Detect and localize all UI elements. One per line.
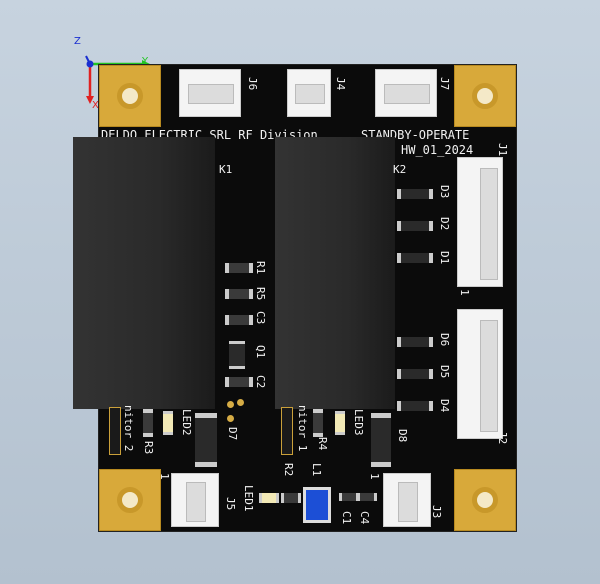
pcb-board: J6 J4 J7 DELDO ELECTRIC SRL RF Division …: [73, 64, 517, 532]
label-r2: R2: [282, 463, 295, 477]
label-k2: K2: [393, 163, 407, 176]
axis-y-label: Y: [142, 56, 149, 67]
label-led2: LED2: [180, 409, 193, 436]
connector-j3[interactable]: [383, 473, 431, 527]
relay-k2: [275, 137, 395, 409]
label-d7: D7: [226, 427, 239, 441]
transistor-q1: [229, 341, 245, 369]
label-j5-pin1: 1: [158, 473, 171, 480]
connector-j4[interactable]: [287, 69, 331, 117]
inductor-l1: [303, 487, 331, 523]
diode-d8: [371, 413, 391, 467]
label-j2: J2: [496, 431, 509, 445]
connector-j1[interactable]: [457, 157, 503, 287]
capacitor-c4: [357, 493, 377, 501]
label-r1: R1: [254, 261, 267, 275]
connector-j6[interactable]: [179, 69, 241, 117]
mounting-pad-bottom-left: [99, 469, 161, 531]
label-j3-pin1: 1: [368, 473, 381, 480]
header-monitor-2[interactable]: [109, 407, 121, 455]
label-j7: J7: [438, 77, 451, 91]
diode-d7: [195, 413, 217, 467]
label-j6: J6: [246, 77, 259, 91]
label-l1: L1: [310, 463, 323, 477]
label-d6: D6: [438, 333, 451, 347]
resistor-r4: [313, 409, 323, 437]
label-d8: D8: [396, 429, 409, 443]
led-led3: [335, 411, 345, 435]
label-d2: D2: [438, 217, 451, 231]
label-led1: LED1: [242, 485, 255, 512]
via: [227, 401, 234, 408]
relay-k1: [73, 137, 215, 409]
silk-revision: HW_01_2024: [401, 143, 474, 157]
capacitor-c1: [339, 493, 359, 501]
label-j5: J5: [224, 497, 237, 511]
label-j4: J4: [334, 77, 347, 91]
diode-d4: [397, 401, 433, 411]
mounting-hole-icon: [472, 83, 498, 109]
capacitor-c2: [225, 377, 253, 387]
label-r5: R5: [254, 287, 267, 301]
via: [237, 399, 244, 406]
connector-j7[interactable]: [375, 69, 437, 117]
label-k1: K1: [219, 163, 233, 176]
resistor-r2: [281, 493, 301, 503]
resistor-r3: [143, 409, 153, 437]
label-r3: R3: [142, 441, 155, 455]
led-led1: [259, 493, 279, 503]
led-led2: [163, 411, 173, 435]
diode-d2: [397, 221, 433, 231]
label-j1-pin1: 1: [458, 289, 471, 296]
label-c2: C2: [254, 375, 267, 389]
label-j3: J3: [430, 505, 443, 519]
label-led3: LED3: [352, 409, 365, 436]
axis-x-label: X: [92, 100, 99, 111]
label-d5: D5: [438, 365, 451, 379]
via: [227, 415, 234, 422]
label-c4: C4: [358, 511, 371, 525]
resistor-r1: [225, 263, 253, 273]
mounting-hole-icon: [472, 487, 498, 513]
label-c1: C1: [340, 511, 353, 525]
diode-d3: [397, 189, 433, 199]
label-r4: R4: [316, 437, 329, 451]
mounting-pad-bottom-right: [454, 469, 516, 531]
label-monitor-1: nitor 1: [296, 405, 309, 452]
label-q1: Q1: [254, 345, 267, 359]
mounting-hole-icon: [117, 83, 143, 109]
label-d4: D4: [438, 399, 451, 413]
connector-j2[interactable]: [457, 309, 503, 439]
label-d1: D1: [438, 251, 451, 265]
diode-d1: [397, 253, 433, 263]
header-monitor-1[interactable]: [281, 407, 293, 455]
axis-z-label: Z: [74, 36, 81, 47]
diode-d5: [397, 369, 433, 379]
label-monitor-2: nitor 2: [122, 405, 135, 452]
mounting-hole-icon: [117, 487, 143, 513]
label-d3: D3: [438, 185, 451, 199]
diode-d6: [397, 337, 433, 347]
resistor-r5: [225, 289, 253, 299]
mounting-pad-top-left: [99, 65, 161, 127]
mounting-pad-top-right: [454, 65, 516, 127]
capacitor-c3: [225, 315, 253, 325]
label-j1: J1: [496, 143, 509, 157]
label-c3: C3: [254, 311, 267, 325]
connector-j5[interactable]: [171, 473, 219, 527]
